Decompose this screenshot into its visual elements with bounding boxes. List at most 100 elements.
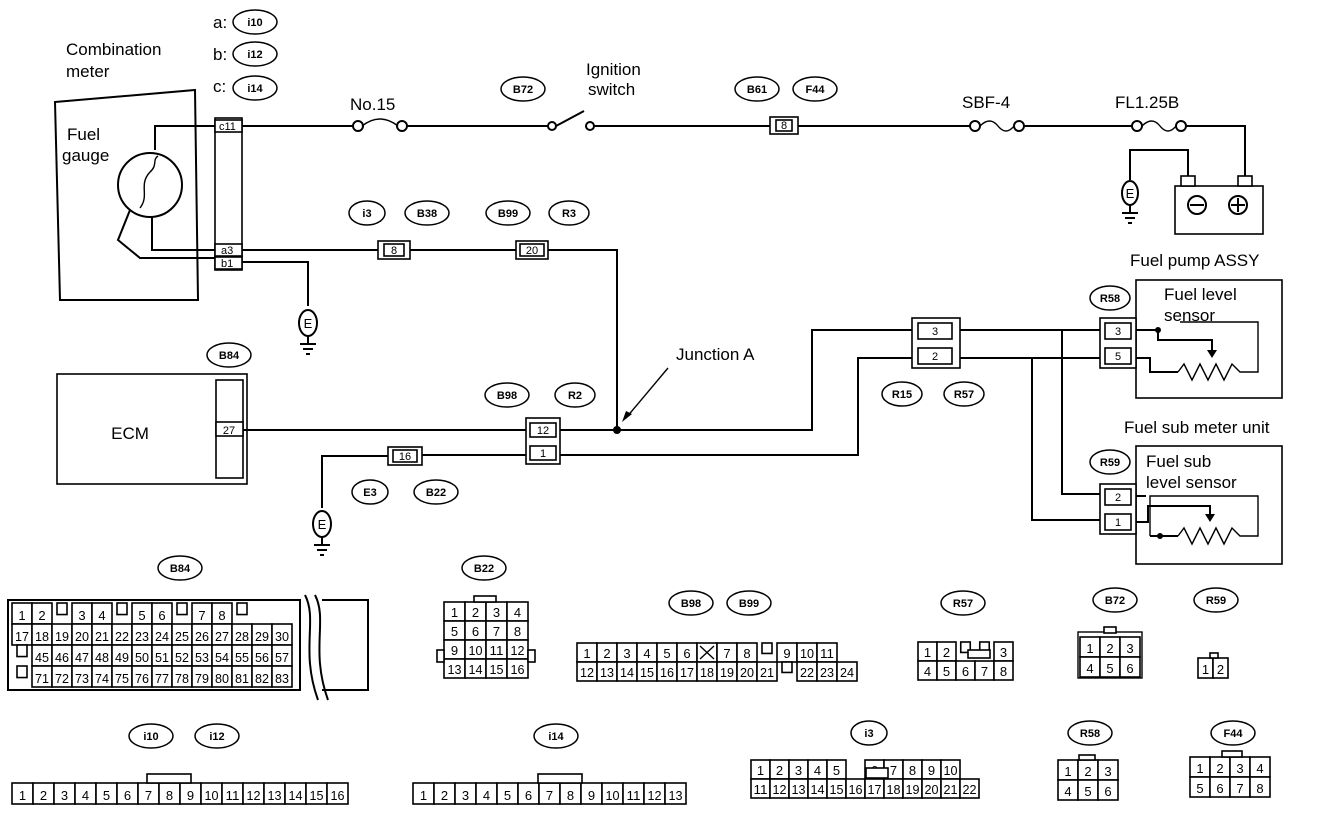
svg-text:1: 1 [1086, 641, 1093, 656]
pin-20: 20 [526, 245, 538, 257]
ecm: ECM 27 B84 [56, 342, 526, 485]
pin-c11: c11 [219, 121, 236, 133]
svg-text:i12: i12 [209, 731, 224, 743]
pin-cell: 16 [656, 661, 678, 682]
pin-cell: 7 [485, 620, 508, 641]
pin-cell: 5 [95, 782, 118, 805]
pin-cell: 4 [1249, 756, 1271, 778]
ecm-ground: E [312, 510, 332, 556]
tag-b72-layout: B72 [1092, 587, 1138, 613]
svg-text:F44: F44 [1224, 728, 1244, 740]
fuel-level-sensor-label-2: sensor [1164, 306, 1215, 325]
svg-text:9: 9 [783, 646, 790, 661]
svg-text:B84: B84 [219, 350, 240, 362]
pin-cell: 3 [1097, 759, 1119, 781]
pin-cell: 2 [936, 641, 957, 662]
pin-cell: 16 [326, 782, 349, 805]
pin-cell: 12 [506, 639, 529, 660]
svg-text:50: 50 [135, 650, 149, 665]
svg-text:13: 13 [600, 665, 614, 680]
pin-cell: 18 [883, 778, 904, 799]
svg-text:4: 4 [82, 788, 89, 803]
svg-text:6: 6 [683, 646, 690, 661]
svg-text:i10: i10 [247, 17, 262, 29]
meter-ground: E [298, 309, 318, 355]
pin-cell: 4 [475, 782, 498, 805]
svg-text:2: 2 [776, 763, 783, 778]
svg-text:7: 7 [723, 646, 730, 661]
combination-meter: Combination meter Fuel gauge c11 a3 b1 a… [53, 9, 278, 301]
svg-text:10: 10 [469, 643, 483, 658]
junction-area: 12 1 B98 R2 Junction A 16 E3 B22 E [312, 329, 912, 556]
pin-cell: 2 [1212, 657, 1229, 679]
svg-text:19: 19 [55, 629, 69, 644]
combination-meter-label-1: Combination [66, 40, 161, 59]
pin-cell: 8 [158, 782, 181, 805]
pin-cell: 1 [11, 602, 33, 625]
pin-cell: 24 [151, 623, 173, 646]
fuel-sub-level-sensor-label-1: Fuel sub [1146, 452, 1211, 471]
pin-cell [696, 642, 718, 663]
pin-cell: 25 [171, 623, 193, 646]
svg-text:B98: B98 [681, 598, 701, 610]
svg-text:3: 3 [61, 788, 68, 803]
pin-cell: 9 [179, 782, 202, 805]
pin-1-r59: 1 [1115, 517, 1121, 529]
svg-text:13: 13 [448, 662, 462, 677]
svg-text:4: 4 [643, 646, 650, 661]
fl125b-label: FL1.25B [1115, 93, 1179, 112]
pin-cell: 24 [836, 661, 858, 682]
svg-text:15: 15 [640, 665, 654, 680]
pin-cell: 19 [716, 661, 738, 682]
pin-cell: 22 [111, 623, 133, 646]
pin-cell: 12 [242, 782, 265, 805]
svg-text:5: 5 [138, 608, 145, 623]
pin-2-r59: 2 [1115, 492, 1121, 504]
fuse-no15-label: No.15 [350, 95, 395, 114]
svg-text:R3: R3 [562, 208, 576, 220]
fuel-pump-assy-label: Fuel pump ASSY [1130, 251, 1259, 270]
fuel-sub-meter-unit: Fuel sub meter unit R59 2 1 Fuel sub lev… [1089, 418, 1283, 565]
svg-text:16: 16 [511, 662, 525, 677]
meter-conn-c-label: c: [213, 77, 226, 96]
svg-text:R15: R15 [892, 389, 912, 401]
svg-text:8: 8 [743, 646, 750, 661]
pin-cell: 13 [596, 661, 618, 682]
svg-text:7: 7 [546, 788, 553, 803]
svg-text:2: 2 [40, 788, 47, 803]
svg-text:E: E [318, 517, 327, 532]
tag-i3-layout: i3 [850, 720, 888, 746]
svg-text:5: 5 [663, 646, 670, 661]
tag-b72: B72 [500, 76, 546, 102]
pin-cell: 3 [454, 782, 477, 805]
pin-cell: 12 [643, 782, 666, 805]
svg-text:7: 7 [493, 624, 500, 639]
svg-text:6: 6 [1216, 781, 1223, 796]
svg-text:5: 5 [103, 788, 110, 803]
svg-text:1: 1 [451, 605, 458, 620]
pin-cell: 11 [622, 782, 645, 805]
pin-cell: 17 [11, 623, 33, 646]
pin-cell: 6 [116, 782, 139, 805]
ecm-label: ECM [111, 424, 149, 443]
pin-cell: 8 [559, 782, 582, 805]
svg-text:80: 80 [215, 671, 229, 686]
meter-conn-a-label: a: [213, 13, 227, 32]
pin-cell: 21 [91, 623, 113, 646]
svg-text:12: 12 [511, 643, 525, 658]
tag-f44-layout: F44 [1210, 720, 1256, 746]
svg-text:77: 77 [155, 671, 169, 686]
meter-conn-b-label: b: [213, 45, 227, 64]
svg-text:29: 29 [255, 629, 269, 644]
svg-text:i14: i14 [247, 83, 263, 95]
pin-cell: 6 [1209, 776, 1231, 798]
pin-cell: 22 [959, 778, 980, 799]
tag-e3: E3 [351, 479, 389, 505]
svg-text:R59: R59 [1206, 595, 1226, 607]
tag-b38: B38 [404, 200, 450, 226]
pin-cell: 6 [1097, 779, 1119, 801]
pin-cell: 18 [31, 623, 53, 646]
